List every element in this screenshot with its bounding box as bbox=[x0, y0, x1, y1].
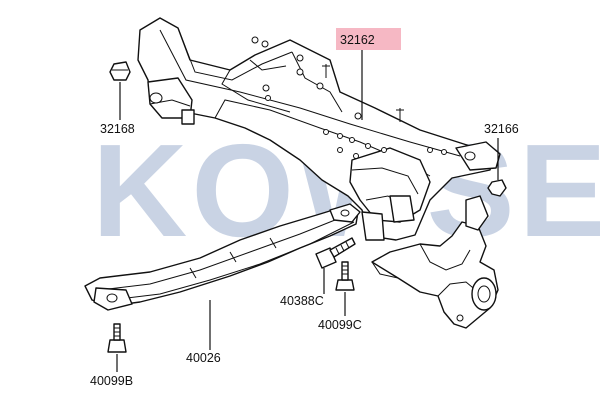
label-32166: 32166 bbox=[484, 122, 519, 136]
bolt-40099B bbox=[107, 323, 127, 353]
label-40026: 40026 bbox=[186, 351, 221, 365]
label-40099B: 40099B bbox=[90, 374, 133, 388]
label-32162: 32162 bbox=[340, 33, 375, 47]
label-40388C: 40388C bbox=[280, 294, 324, 308]
crossmember-holes bbox=[251, 36, 447, 159]
leader-lines bbox=[116, 50, 499, 372]
knuckle-assembly bbox=[371, 195, 499, 329]
bolt-40388C bbox=[315, 237, 356, 269]
label-32168: 32168 bbox=[100, 122, 135, 136]
bolt-40099C bbox=[335, 261, 355, 291]
bolt-32166 bbox=[487, 179, 507, 197]
crossbar-40026 bbox=[84, 203, 361, 311]
label-40099C: 40099C bbox=[318, 318, 362, 332]
nut-32168 bbox=[109, 61, 131, 81]
label-32162-highlight bbox=[336, 28, 401, 50]
crossmember-32162 bbox=[137, 17, 501, 241]
